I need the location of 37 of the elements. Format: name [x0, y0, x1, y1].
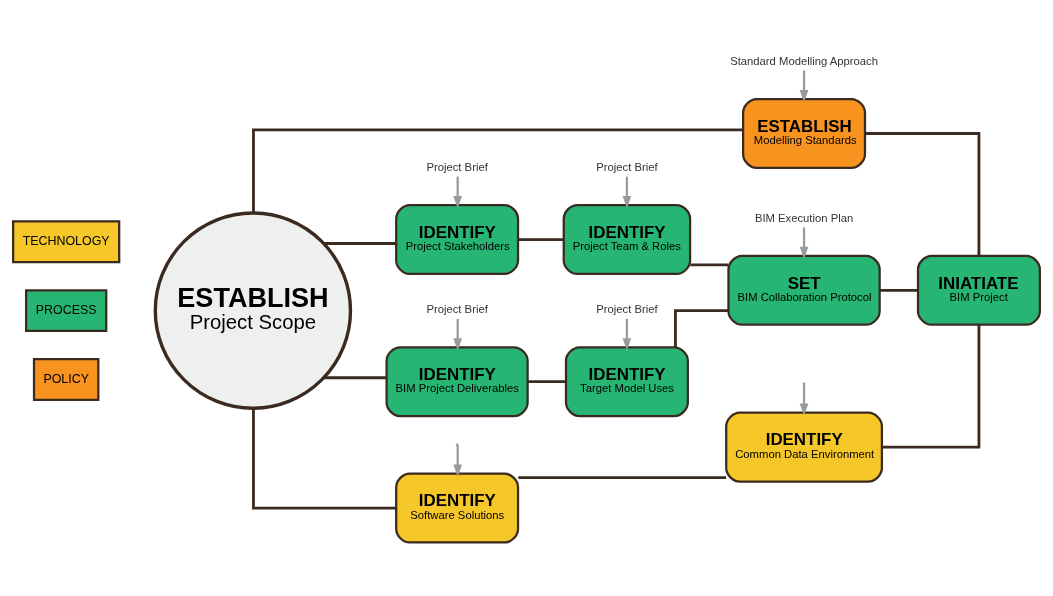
- node-text: Standard Modelling Approach: [730, 54, 878, 67]
- connector: [252, 408, 396, 509]
- connector: [518, 475, 727, 479]
- node-text: Project Brief: [426, 302, 488, 315]
- node-box: ESTABLISH Modelling Standards: [742, 97, 867, 169]
- connector: [252, 127, 744, 213]
- node-box: IDENTIFY Target Model Uses: [564, 345, 689, 417]
- node-box: IDENTIFY Project Team & Roles: [562, 203, 692, 275]
- arrow: [453, 176, 463, 208]
- connector: [882, 324, 981, 449]
- node-box: TECHNOLOGY: [12, 219, 121, 263]
- node-box: SET BIM Collaboration Protocol: [727, 254, 881, 326]
- node-text: BIM Execution Plan: [754, 211, 854, 224]
- arrow: [799, 226, 809, 259]
- node-box: IDENTIFY Project Stakeholders: [395, 203, 520, 275]
- node-text: Project Brief: [596, 160, 658, 173]
- node-box: IDENTIFY Software Solutions: [395, 472, 520, 544]
- node-box: IDENTIFY Common Data Environment: [725, 411, 884, 483]
- node-box: INIATIATE BIM Project: [916, 254, 1041, 326]
- arrow: [799, 70, 809, 102]
- connector: [518, 237, 564, 241]
- node-text: Project Brief: [596, 302, 658, 315]
- node-circle: ESTABLISH Project Scope: [153, 210, 353, 410]
- node-text: Project Brief: [426, 160, 488, 173]
- arrow: [622, 176, 632, 208]
- connector: [527, 379, 566, 383]
- connector: [323, 241, 396, 245]
- connector: [865, 131, 981, 256]
- connector: [879, 288, 918, 292]
- connector: [323, 375, 387, 379]
- connector: [690, 263, 729, 266]
- arrow: [622, 318, 632, 351]
- node-box: POLICY: [32, 357, 100, 401]
- node-box: IDENTIFY BIM Project Deliverables: [385, 345, 529, 417]
- node-box: PROCESS: [25, 288, 108, 332]
- arrow: [453, 318, 463, 351]
- connector: [674, 308, 729, 347]
